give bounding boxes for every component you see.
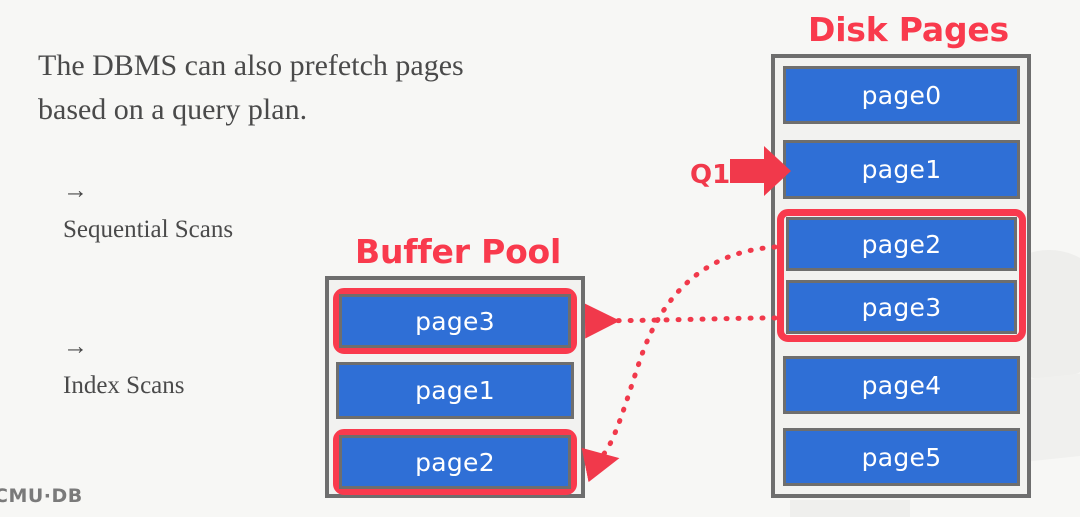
bullet-label-2: Index Scans: [63, 372, 185, 399]
disk-pages-slot-5[interactable]: page5: [783, 428, 1020, 486]
query-label-q1: Q1: [690, 160, 731, 190]
right-arrow-icon: →: [63, 177, 88, 204]
buffer-pool-title: Buffer Pool: [355, 232, 562, 271]
disk-pages-slot-1[interactable]: page1: [783, 140, 1020, 199]
block-arrow-right-icon: [730, 146, 791, 196]
buffer-pool-slot-1[interactable]: page1: [336, 362, 574, 419]
disk-pages-title: Disk Pages: [808, 10, 1009, 49]
disk-pages-slot-2[interactable]: page2: [786, 217, 1017, 271]
buffer-pool-slot-0[interactable]: page3: [339, 294, 571, 348]
disk-slot-label-4: page4: [783, 356, 1020, 414]
prose-line-1: The DBMS can also prefetch pages: [38, 49, 464, 82]
disk-slot-label-2: page2: [786, 217, 1017, 271]
buffer-pool-slot-2[interactable]: page2: [339, 435, 571, 489]
prose-line-2: based on a query plan.: [38, 93, 308, 126]
disk-pages-slot-3[interactable]: page3: [786, 280, 1017, 334]
disk-slot-label-5: page5: [783, 428, 1020, 486]
disk-pages-slot-0[interactable]: page0: [783, 66, 1020, 124]
deco-foot-shape: [790, 500, 910, 517]
disk-pages-container: [771, 54, 1031, 498]
disk-slot-label-3: page3: [786, 280, 1017, 334]
buffer-slot-label-2: page2: [339, 435, 571, 489]
bullet-label-1: Sequential Scans: [63, 216, 234, 243]
buffer-slot-label-1: page1: [336, 362, 574, 419]
disk-slot-highlight-group: [777, 209, 1026, 342]
bullet-item-2: → Index Scans: [38, 288, 638, 444]
buffer-slot-label-0: page3: [339, 294, 571, 348]
buffer-slot-highlight-2: [333, 429, 577, 495]
buffer-slot-highlight-0: [333, 288, 577, 354]
disk-pages-slot-4[interactable]: page4: [783, 356, 1020, 414]
bullet-item-1: → Sequential Scans: [38, 132, 638, 288]
disk-slot-label-1: page1: [783, 140, 1020, 199]
right-arrow-icon: →: [63, 333, 88, 360]
slide-body-text: The DBMS can also prefetch pages based o…: [38, 44, 638, 444]
disk-slot-label-0: page0: [783, 66, 1020, 124]
cmu-db-logo: CMU·DB: [0, 485, 83, 507]
